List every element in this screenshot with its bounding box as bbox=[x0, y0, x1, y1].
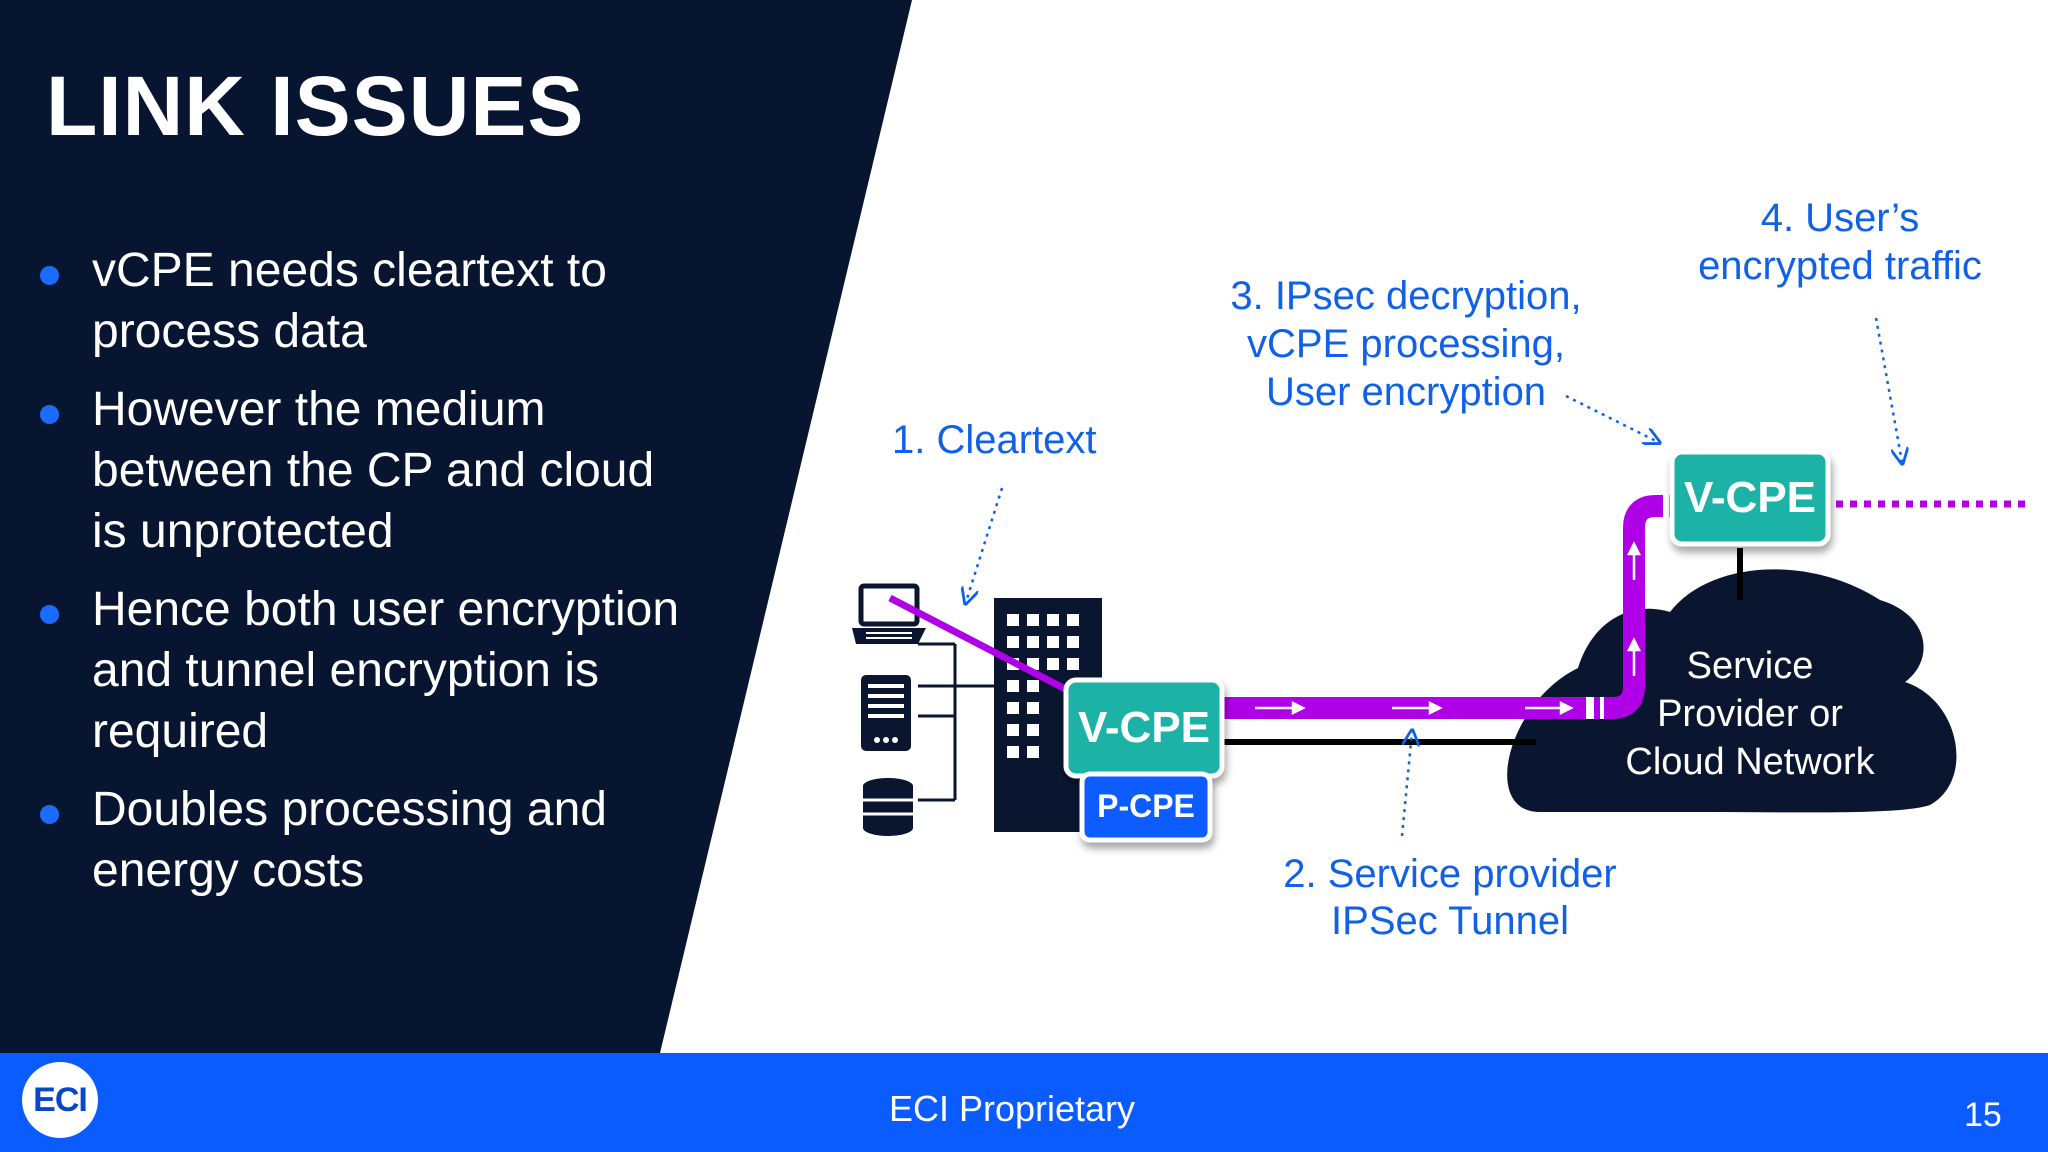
annotation-ipsec-line3: User encryption bbox=[1265, 370, 1547, 414]
bullet-text: However the medium between the CP and cl… bbox=[92, 383, 655, 558]
database-icon bbox=[863, 778, 913, 836]
annotation-cleartext: 1. Cleartext bbox=[892, 418, 1097, 462]
cloud-shape bbox=[1507, 569, 1957, 813]
vcpe-right-box bbox=[1669, 449, 1831, 547]
pcpe-box bbox=[1079, 771, 1213, 843]
device-connectors bbox=[918, 642, 994, 802]
cloud-label-line2: Provider or bbox=[1657, 693, 1843, 735]
slide-title: LINK ISSUES bbox=[46, 59, 585, 153]
bullet-text: Doubles processing and energy costs bbox=[92, 783, 607, 897]
bullet-text: vCPE needs cleartext to process data bbox=[92, 244, 607, 358]
tunnel-gap bbox=[1586, 697, 1594, 719]
cloud-label-line3: Cloud Network bbox=[1625, 741, 1875, 783]
footer-bar bbox=[0, 1053, 2048, 1152]
pcpe-label: P-CPE bbox=[1097, 788, 1195, 824]
bullet-dot bbox=[40, 605, 59, 624]
tunnel-flow-arrows bbox=[1255, 541, 1642, 716]
annotation-user-line1: 4. User’s bbox=[1760, 196, 1920, 240]
tunnel-gap bbox=[1600, 697, 1604, 719]
page-number: 15 bbox=[1964, 1096, 2002, 1134]
vcpe-left-label: V-CPE bbox=[1078, 703, 1210, 752]
cloud-label-line1: Service bbox=[1687, 645, 1814, 687]
annotation-user-line2: encrypted traffic bbox=[1698, 244, 1982, 288]
annotation-tunnel-line1: 2. Service provider bbox=[1283, 852, 1617, 896]
annotation-arrows bbox=[966, 317, 1902, 837]
eci-logo: ECI bbox=[22, 1062, 98, 1138]
server-icon bbox=[861, 675, 911, 751]
bullet-dot bbox=[40, 266, 59, 285]
laptop-icon bbox=[852, 583, 926, 644]
bullet-dot bbox=[40, 805, 59, 824]
bullet-list: vCPE needs cleartext to process data How… bbox=[40, 240, 680, 918]
annotation-tunnel-line2: IPSec Tunnel bbox=[1331, 899, 1569, 943]
tunnel-gap bbox=[1663, 495, 1669, 517]
bullet-item: vCPE needs cleartext to process data bbox=[40, 240, 680, 362]
vcpe-right-label: V-CPE bbox=[1684, 473, 1816, 522]
ipsec-tunnel bbox=[1218, 495, 1672, 719]
bullet-item: Doubles processing and energy costs bbox=[40, 779, 680, 901]
bullet-text: Hence both user encryption and tunnel en… bbox=[92, 583, 680, 758]
footer-proprietary-text: ECI Proprietary bbox=[888, 1088, 1136, 1129]
bullet-dot bbox=[40, 405, 59, 424]
annotation-ipsec-line2: vCPE processing, bbox=[1247, 322, 1565, 366]
annotation-ipsec-line1: 3. IPsec decryption, bbox=[1230, 274, 1582, 318]
bullet-item: Hence both user encryption and tunnel en… bbox=[40, 579, 680, 762]
bullet-item: However the medium between the CP and cl… bbox=[40, 379, 680, 562]
cleartext-line bbox=[888, 594, 1077, 698]
